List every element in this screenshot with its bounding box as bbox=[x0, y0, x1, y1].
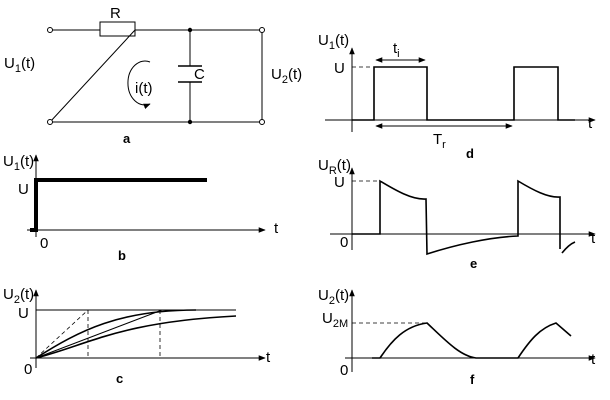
terminal-node bbox=[47, 27, 53, 33]
level-label: U bbox=[18, 181, 29, 198]
response-curve-slow bbox=[35, 315, 237, 359]
junction-node bbox=[187, 27, 193, 33]
pulse-width-label: ti bbox=[393, 40, 400, 60]
period-label: Tr bbox=[433, 131, 446, 151]
junction-node bbox=[187, 119, 193, 125]
pulse-signal bbox=[352, 66, 575, 121]
step-signal bbox=[30, 178, 207, 232]
caption-b: b bbox=[118, 248, 126, 263]
circuit-wires bbox=[48, 29, 263, 123]
resistor-voltage-signal bbox=[352, 179, 576, 256]
panel-f-capacitor-voltage: U2(t) U2M 0 t f bbox=[318, 287, 596, 387]
capacitor-voltage-signal bbox=[372, 322, 572, 359]
origin-label: 0 bbox=[40, 235, 48, 252]
input-voltage-label: U1(t) bbox=[4, 55, 35, 75]
y-axis-label: U1(t) bbox=[318, 32, 349, 52]
output-voltage-label: U2(t) bbox=[271, 66, 302, 86]
current-label: i(t) bbox=[135, 80, 153, 97]
tangent-dashed bbox=[35, 309, 89, 359]
resistor-label: R bbox=[110, 5, 121, 22]
panel-a-circuit: R C i(t) U1(t) U2(t) a bbox=[4, 5, 302, 146]
terminal-node bbox=[47, 119, 53, 125]
resistor-symbol bbox=[99, 21, 136, 37]
caption-c: c bbox=[116, 371, 123, 386]
response-curve-fast bbox=[35, 309, 197, 359]
capacitor-label: C bbox=[194, 66, 205, 83]
y-axis-label: U2(t) bbox=[3, 286, 34, 306]
caption-d: d bbox=[466, 146, 474, 161]
x-axis-label: t bbox=[266, 349, 271, 366]
x-axis-label: t bbox=[591, 230, 596, 247]
caption-f: f bbox=[470, 372, 475, 387]
panel-e-resistor-voltage: UR(t) U 0 t e bbox=[318, 157, 596, 271]
x-axis-label: t bbox=[591, 351, 596, 368]
level-label: U bbox=[334, 174, 345, 191]
level-label: U bbox=[334, 60, 345, 77]
x-axis-label: t bbox=[588, 115, 593, 132]
y-axis-label: U2(t) bbox=[318, 287, 349, 307]
origin-label: 0 bbox=[340, 362, 348, 379]
panel-c-capacitor-response: U2(t) U 0 t c bbox=[3, 286, 271, 386]
caption-e: e bbox=[470, 256, 477, 271]
y-axis-label: UR(t) bbox=[318, 157, 351, 177]
peak-label: U2M bbox=[322, 310, 348, 330]
origin-label: 0 bbox=[24, 361, 32, 378]
x-axis-label: t bbox=[274, 220, 279, 237]
caption-a: a bbox=[123, 131, 131, 146]
panel-b-step-input: U1(t) U 0 t b bbox=[3, 153, 279, 263]
current-loop-arrow bbox=[127, 60, 151, 109]
y-axis-label: U1(t) bbox=[3, 153, 34, 173]
tangent-line bbox=[35, 309, 163, 359]
panel-d-pulse-input: U1(t) U ti Tr t d bbox=[318, 32, 596, 161]
capacitor-symbol bbox=[178, 65, 202, 83]
terminal-node bbox=[259, 27, 265, 33]
origin-label: 0 bbox=[340, 234, 348, 251]
terminal-node bbox=[259, 119, 265, 125]
level-label: U bbox=[18, 305, 29, 322]
